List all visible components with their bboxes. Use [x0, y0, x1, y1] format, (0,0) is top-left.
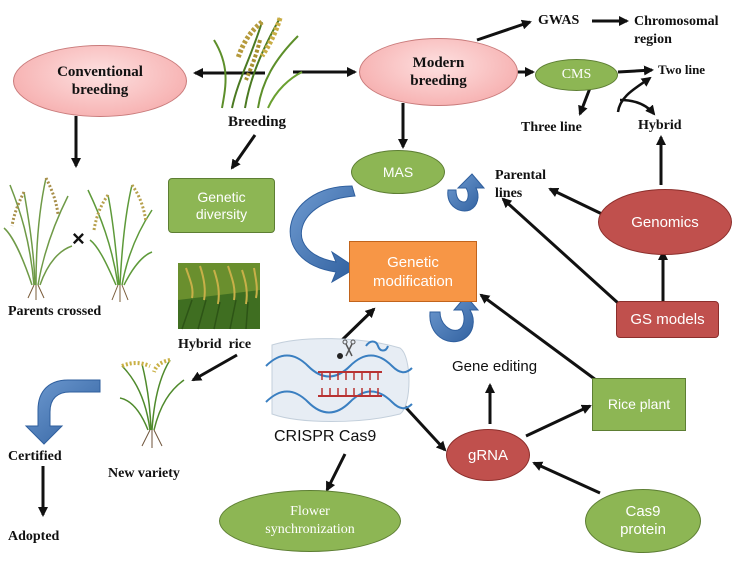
- cms-label: CMS: [561, 67, 592, 82]
- arrow-breeding-to-diversity: [230, 134, 257, 170]
- arrow-crispr-to-flower: [325, 453, 347, 492]
- conventional-breeding-node: Conventional breeding: [13, 45, 187, 117]
- arrow-cms-to-twoline: [617, 65, 654, 76]
- gwas-label: GWAS: [538, 13, 580, 28]
- hybrid-label: Hybrid: [638, 118, 682, 133]
- cas9-protein-label: Cas9 protein: [620, 503, 666, 538]
- arrow-curve-twoline: [616, 76, 652, 113]
- genetic-diversity-label: Genetic diversity: [195, 188, 248, 222]
- new-variety-label: New variety: [108, 466, 180, 481]
- arrow-cms-to-threeline: [578, 87, 592, 116]
- parents-crossed-label: Parents crossed: [8, 304, 102, 319]
- certified-label: Certified: [8, 449, 62, 464]
- arrow-grna-to-riceplant: [525, 404, 592, 438]
- blue-curved-arrow-mas: [289, 185, 357, 284]
- adopted-label: Adopted: [8, 529, 60, 544]
- rice-plant-label: Rice plant: [607, 396, 671, 412]
- gs-models-node: GS models: [616, 301, 719, 338]
- gs-models-label: GS models: [630, 311, 705, 328]
- breeding-label: Breeding: [228, 114, 287, 130]
- conventional-breeding-label: Conventional breeding: [57, 64, 143, 98]
- modern-breeding-node: Modern breeding: [359, 38, 518, 106]
- rice-panicle-illustration: [213, 17, 303, 109]
- hybrid-rice-label: Hybrid rice: [178, 337, 252, 352]
- cms-node: CMS: [535, 59, 618, 91]
- new-variety-plant-illustration: [119, 358, 185, 448]
- gene-editing-label: Gene editing: [452, 358, 538, 375]
- flower-synchronization-label: Flower synchronization: [265, 504, 355, 537]
- three-line-label: Three line: [521, 120, 582, 135]
- flower-synchronization-node: Flower synchronization: [219, 490, 401, 552]
- arrow-cas9-to-grna: [532, 461, 601, 495]
- crispr-cas9-dna-illustration: [265, 338, 413, 422]
- blue-bend-arrow-certified: [24, 379, 101, 445]
- hybrid-rice-field-photo: [178, 263, 260, 330]
- arrow-crispr-to-modification: [338, 307, 376, 344]
- arrow-modern-to-gwas: [476, 19, 532, 42]
- blue-curved-arrow-modification: [429, 295, 480, 343]
- arrow-curve-hybrid: [619, 98, 656, 116]
- rice-plant-illustration: [3, 177, 153, 302]
- grna-node: gRNA: [446, 429, 530, 481]
- arrow-genomics-to-parental: [548, 187, 603, 216]
- arrow-riceplant-to-modification: [479, 293, 597, 382]
- modern-breeding-label: Modern breeding: [410, 55, 467, 89]
- cross-symbol: ×: [72, 226, 85, 251]
- arrow-gs-to-parental: [501, 197, 620, 305]
- crispr-cas9-label: CRISPR Cas9: [274, 428, 377, 445]
- arrow-hybridrice-to-newvariety: [191, 353, 238, 382]
- mas-label: MAS: [382, 164, 414, 180]
- blue-curved-arrow-parental: [447, 173, 486, 212]
- parental-lines-label: Parental lines: [495, 168, 547, 201]
- mas-node: MAS: [351, 150, 445, 194]
- genomics-node: Genomics: [598, 189, 732, 255]
- genetic-diversity-node: Genetic diversity: [168, 178, 275, 233]
- genetic-modification-label: Genetic modification: [372, 253, 454, 290]
- rice-plant-node: Rice plant: [592, 378, 686, 431]
- cas9-protein-node: Cas9 protein: [585, 489, 701, 553]
- grna-label: gRNA: [467, 446, 508, 464]
- genomics-label: Genomics: [631, 213, 699, 231]
- two-line-label: Two line: [658, 62, 706, 77]
- chromosomal-region-label: Chromosomal region: [634, 14, 719, 47]
- genetic-modification-node: Genetic modification: [349, 241, 477, 302]
